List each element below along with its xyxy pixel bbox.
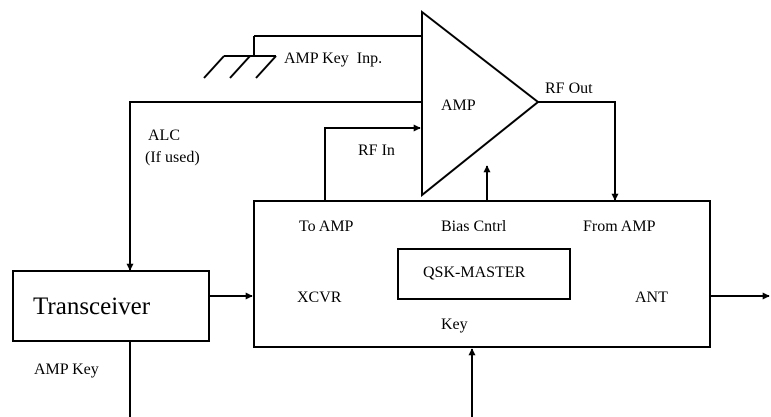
amp-triangle: [421, 9, 540, 198]
from-amp-label: From AMP: [583, 218, 656, 235]
qsk-master-label: QSK-MASTER: [423, 264, 526, 281]
amp-key-inp-label: AMP Key Inp.: [284, 50, 382, 67]
alc-label: ALC: [148, 127, 180, 144]
amp-key-label: AMP Key: [34, 361, 99, 378]
bias-cntrl-label: Bias Cntrl: [441, 218, 507, 235]
alc-if-used-label: (If used): [145, 149, 200, 166]
transceiver-box: [12, 270, 210, 342]
qsk-unit-box: [253, 200, 711, 348]
ground-symbol: [203, 36, 277, 79]
rf-in-label: RF In: [358, 142, 395, 159]
amp-label: AMP: [441, 97, 476, 114]
ant-label: ANT: [635, 289, 668, 306]
rf-in-wire: [324, 124, 421, 200]
xcvr-label: XCVR: [297, 289, 342, 306]
rf-out-label: RF Out: [545, 80, 593, 97]
to-amp-label: To AMP: [299, 218, 354, 235]
rf-out-wire: [538, 101, 619, 201]
transceiver-label: Transceiver: [33, 293, 151, 320]
key-label: Key: [441, 316, 468, 333]
alc-wire: [126, 101, 422, 271]
qsk-master-box: [397, 248, 571, 300]
